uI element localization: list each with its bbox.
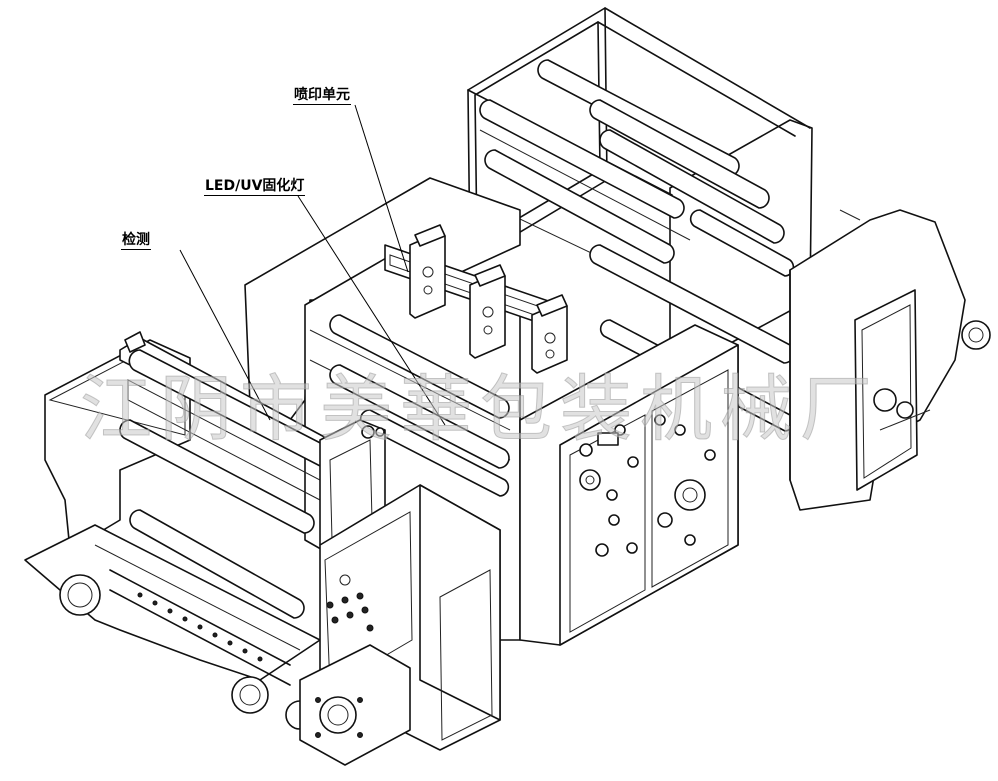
print-head-3 [531,294,568,374]
front-guide-rails [24,524,321,730]
callout-detection: 检测 [121,232,151,250]
detection-frame [119,331,386,619]
print-head-2 [469,264,506,359]
front-lower-housing [299,484,501,766]
left-unwind-housing [44,339,191,551]
front-right-cabinet [519,324,739,646]
leader-lines [179,104,446,426]
rail-bolts [137,592,263,662]
print-heads [409,224,568,374]
right-winder-housing [789,209,991,511]
print-head-1 [409,224,446,319]
rear-tower-frame [467,7,813,432]
tower-rollers [479,59,795,432]
callout-led-uv-lamp: LED/UV固化灯 [204,178,306,196]
callout-printing-unit: 喷印单元 [293,87,351,105]
